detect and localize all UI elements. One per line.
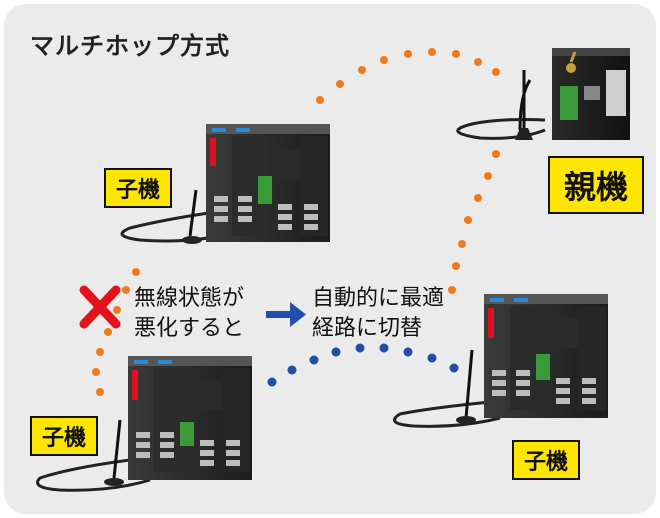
child-unit-label-top: 子機	[104, 168, 173, 208]
parent-unit-label: 親機	[548, 156, 645, 214]
switch-caption-line1: 自動的に最適	[312, 286, 445, 311]
child-device-top	[120, 124, 330, 244]
degraded-caption-line1: 無線状態が	[134, 286, 245, 311]
degraded-caption-line2: 悪化すると	[134, 316, 245, 341]
diagram-title: マルチホップ方式	[30, 32, 230, 60]
degraded-caption: 無線状態が 悪化すると	[134, 284, 244, 344]
switch-caption-line2: 経路に切替	[312, 316, 423, 341]
child-device-bottom-left	[36, 356, 252, 492]
blue-route	[267, 343, 459, 387]
orange-route	[92, 48, 500, 396]
child-device-bottom-right	[392, 294, 608, 428]
switch-caption: 自動的に最適 経路に切替	[312, 284, 444, 344]
arrow-right-icon	[266, 302, 306, 327]
child-unit-label-bottom-left: 子機	[30, 416, 99, 456]
child-unit-label-bottom-right: 子機	[512, 440, 581, 480]
parent-device	[456, 48, 630, 140]
cross-mark-icon	[79, 285, 121, 329]
